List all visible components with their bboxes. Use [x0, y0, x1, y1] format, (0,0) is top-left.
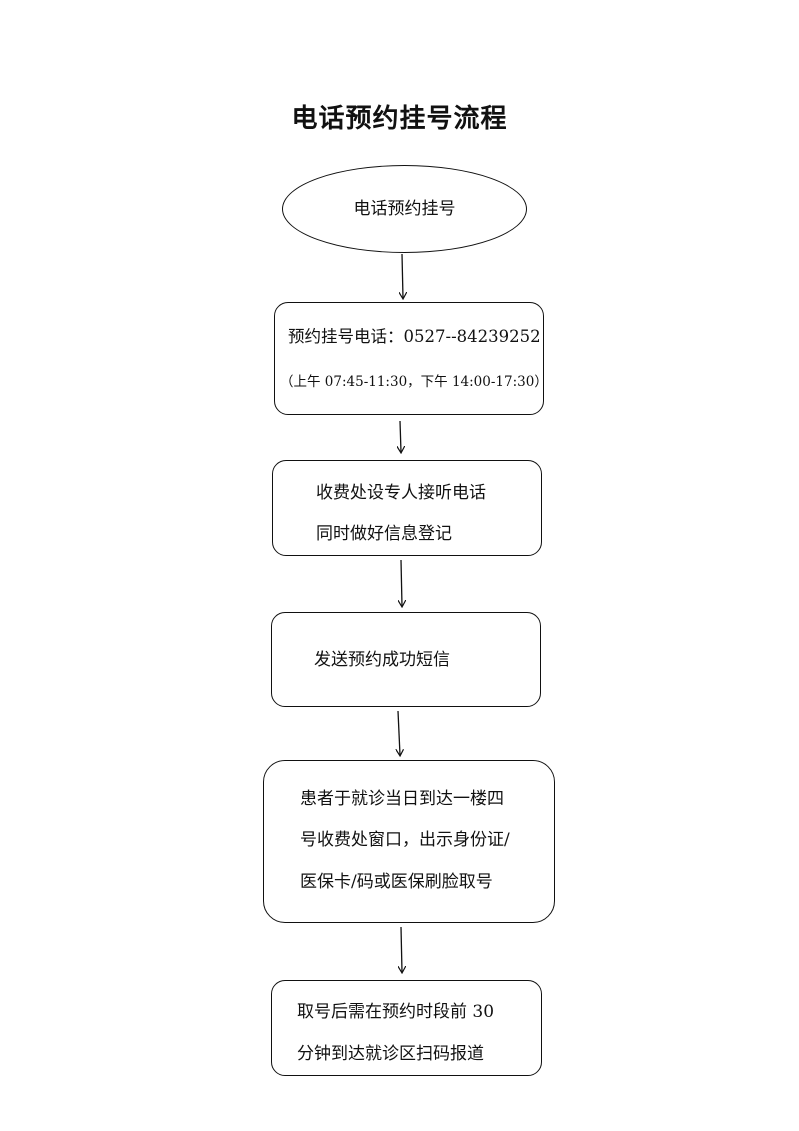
- arrow-4-to-5: [398, 710, 400, 755]
- collect-number-line-3: 医保卡/码或医保刷脸取号: [300, 872, 493, 892]
- collect-number-line-1: 患者于就诊当日到达一楼四: [300, 789, 504, 809]
- step-box-booking-phone: 预约挂号电话：0527--84239252 （上午 07:45-11:30，下午…: [274, 302, 548, 415]
- report-arrival-line-1: 取号后需在预约时段前 30: [297, 1002, 495, 1022]
- arrow-3-to-4: [401, 559, 402, 606]
- step-box-staff-answer: 收费处设专人接听电话 同时做好信息登记: [272, 460, 542, 556]
- staff-answer-line-1: 收费处设专人接听电话: [316, 483, 486, 503]
- arrow-1-to-2: [402, 253, 403, 298]
- send-sms-label: 发送预约成功短信: [314, 650, 450, 670]
- page-title: 电话预约挂号流程: [291, 104, 508, 134]
- collect-number-line-2: 号收费处窗口，出示身份证/: [300, 830, 510, 850]
- staff-answer-line-2: 同时做好信息登记: [316, 524, 452, 544]
- arrow-2-to-3: [400, 420, 401, 452]
- start-oval-label: 电话预约挂号: [353, 198, 456, 219]
- step-box-report-arrival: 取号后需在预约时段前 30 分钟到达就诊区扫码报道: [271, 980, 542, 1076]
- step-box-collect-number: 患者于就诊当日到达一楼四 号收费处窗口，出示身份证/ 医保卡/码或医保刷脸取号: [263, 760, 555, 923]
- arrow-5-to-6: [401, 926, 402, 972]
- booking-hours: （上午 07:45-11:30，下午 14:00-17:30）: [280, 374, 548, 390]
- start-oval-phone-booking: 电话预约挂号: [282, 165, 527, 253]
- booking-phone-number: 预约挂号电话：0527--84239252: [288, 327, 541, 346]
- step-box-send-sms: 发送预约成功短信: [271, 612, 541, 707]
- report-arrival-line-2: 分钟到达就诊区扫码报道: [297, 1044, 484, 1064]
